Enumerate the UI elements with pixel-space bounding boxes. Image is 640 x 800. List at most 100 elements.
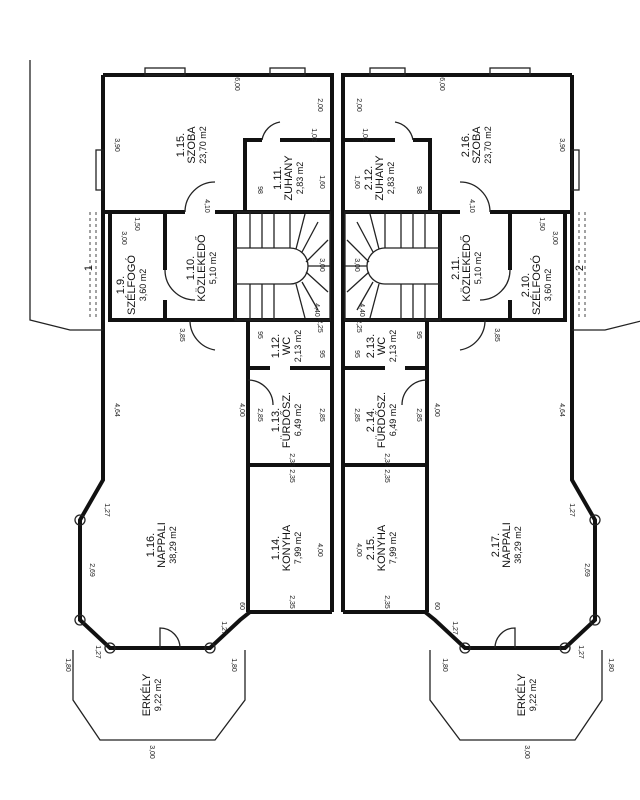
dimension-label: 60 [238,602,245,610]
dimension-label: 1,02 [310,128,317,142]
dimension-label: 1,27 [94,645,101,659]
room-area: 3,60 m2 [543,269,553,302]
room-area: 2,13 m2 [293,330,303,363]
dimension-label: 1,27 [451,621,458,635]
dimension-label: 1,80 [64,658,71,672]
room-name: KONYHA [281,524,293,571]
dimension-label: 1,80 [230,658,237,672]
room-area: 3,60 m2 [138,269,148,302]
dimension-label: 1,02 [361,128,368,142]
dimension-label: 3,90 [558,138,565,152]
room-name: ERKÉLY [140,673,153,716]
room-name: FÜRDŐSZ. [374,392,388,448]
dimension-label: 4,00 [316,543,323,557]
room-area: 2,83 m2 [295,162,305,195]
room-area: 23,70 m2 [198,126,208,164]
dimension-label: 1,27 [568,503,575,517]
dimension-label: 4,64 [113,403,120,417]
dimension-label: 6,00 [233,77,240,91]
room-number: 1.15. [175,133,187,157]
dimension-label: 98 [256,186,263,194]
room-number: 1.9. [115,276,127,294]
dimension-labels: 6,00 3,90 2,00 1,02 4,10 1,50 3,00 3,85 3,00 4,40… [64,77,614,759]
room-number: 2.13. [365,334,377,358]
room-area: 38,29 m2 [513,526,523,564]
dimension-label: 3,00 [120,231,127,245]
room-name: SZOBA [186,126,198,164]
unit-1-walls [29,60,334,741]
room-number: 2.16. [460,133,472,157]
room-number: 2.14. [365,408,377,432]
dimension-label: 1,60 [353,175,360,189]
dimension-label: 98 [415,186,422,194]
dimension-label: 3,90 [113,138,120,152]
room-number: 2.15. [365,536,377,560]
dimension-label: 1,80 [607,658,614,672]
dimension-label: 3,00 [353,258,360,272]
dimension-label: 3,00 [551,231,558,245]
room-name: ZUHANY [283,155,295,201]
room-area: 2,13 m2 [388,330,398,363]
room-name: ZUHANY [374,155,386,201]
dimension-label: 2,35 [288,453,295,467]
dimension-label: 1,60 [318,175,325,189]
dimension-label: 60 [433,602,440,610]
dimension-label: 2,35 [383,595,390,609]
dimension-label: 2,69 [583,563,590,577]
room-number: 2.12. [363,166,375,190]
room-name: KÖZLEKEDŐ [194,234,208,302]
dimension-label: 2,85 [256,408,263,422]
room-number: 2.11. [450,256,462,280]
dimension-label: 4,40 [358,303,365,317]
room-area: 6,49 m2 [293,404,303,437]
dimension-label: 4,10 [203,199,210,213]
dimension-label: 2,69 [88,563,95,577]
room-name: NAPPALI [156,522,168,568]
room-number: 2.10. [520,273,532,297]
dimension-label: 2,25 [316,319,323,333]
dimension-label: 2,35 [383,469,390,483]
dimension-label: 1,80 [441,658,448,672]
room-name: NAPPALI [501,522,513,568]
dimension-label: 2,00 [355,98,362,112]
room-name: SZÉLFOGÓ [125,255,138,315]
room-number: 1.12. [270,334,282,358]
room-name: WC [281,337,293,355]
dimension-label: 1,27 [220,621,227,635]
dimension-label: 4,64 [558,403,565,417]
dimension-label: 95 [353,350,360,358]
room-number: 1.10. [185,256,197,280]
room-area: 38,29 m2 [168,526,178,564]
room-name: SZÉLFOGÓ [530,255,543,315]
room-area: 9,22 m2 [528,679,538,712]
dimension-label: 3,00 [523,745,530,759]
room-area: 23,70 m2 [483,126,493,164]
room-area: 7,99 m2 [388,532,398,565]
room-name: ERKÉLY [515,673,528,716]
dimension-label: 2,85 [318,408,325,422]
dimension-label: 2,35 [288,595,295,609]
dimension-label: 6,00 [438,77,445,91]
dimension-label: 1,50 [133,217,140,231]
room-area: 5,10 m2 [473,252,483,285]
dimension-label: 1,27 [103,503,110,517]
section-marker: 1 [83,265,95,271]
dimension-label: 3,85 [493,328,500,342]
section-marker: 2 [574,265,586,271]
room-name: FÜRDŐSZ. [279,392,293,448]
dimension-label: 95 [318,350,325,358]
room-number: 1.13. [270,408,282,432]
room-number: 1.16. [145,533,157,557]
room-name: WC [376,337,388,355]
room-number: 1.14. [270,536,282,560]
room-area: 6,49 m2 [388,404,398,437]
dimension-label: 2,85 [415,408,422,422]
dimension-label: 4,00 [433,403,440,417]
dimension-label: 2,35 [288,469,295,483]
dimension-label: 3,00 [148,745,155,759]
room-area: 7,99 m2 [293,532,303,565]
dimension-label: 2,00 [316,98,323,112]
dimension-label: 95 [415,331,422,339]
dimension-label: 3,00 [318,258,325,272]
